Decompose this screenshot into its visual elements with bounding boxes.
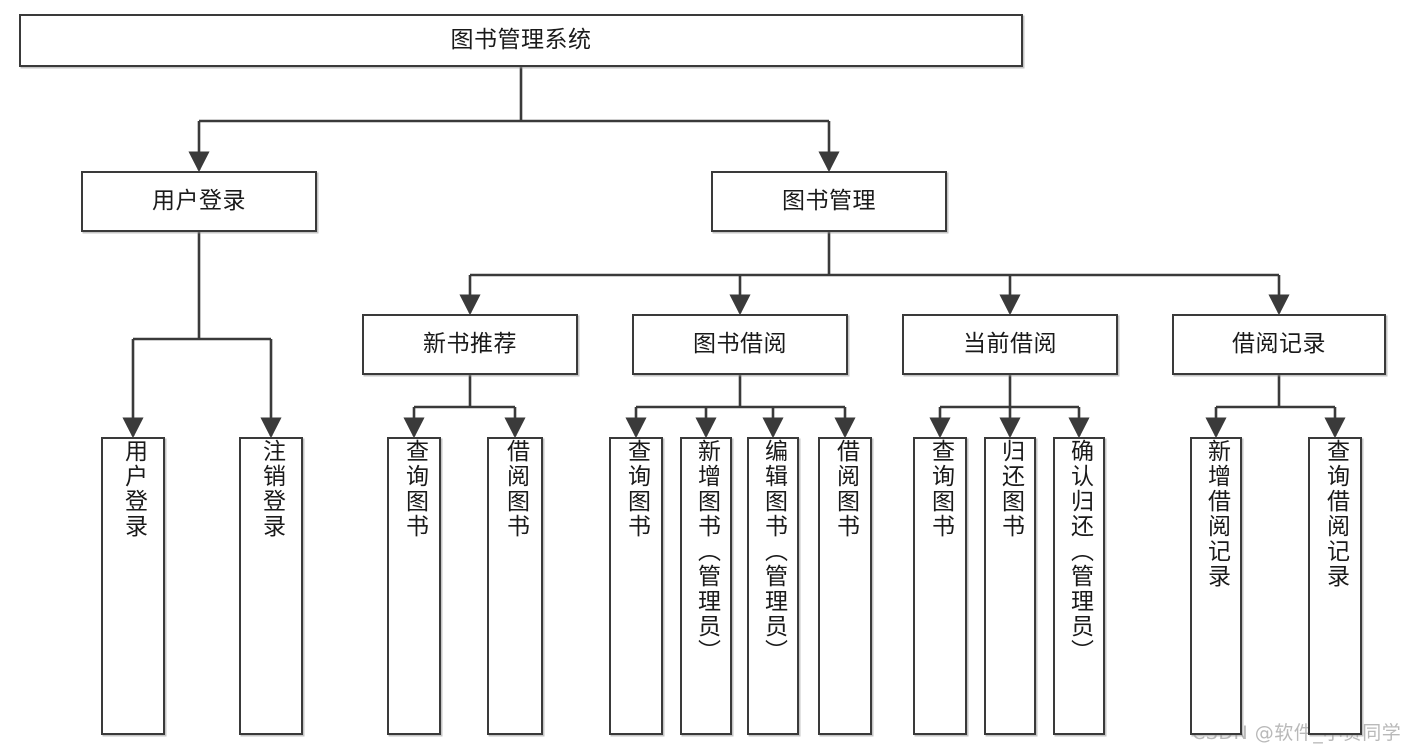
node-label-leaf_borrow2: 借阅图书 [832,439,859,539]
node-label-cur_borrow: 当前借阅 [963,330,1057,357]
node-leaf_login[interactable]: 用户登录 [101,437,165,735]
node-label-leaf_query2: 查询图书 [623,439,650,539]
node-label-leaf_borrow1: 借阅图书 [502,439,529,539]
node-label-borrow_record: 借阅记录 [1232,330,1326,357]
node-label-leaf_editbook: 编辑图书（管理员） [760,439,787,664]
node-leaf_addbook[interactable]: 新增图书（管理员） [680,437,732,735]
node-leaf_query1[interactable]: 查询图书 [387,437,441,735]
node-label-leaf_logout: 注销登录 [258,439,285,539]
node-leaf_confirm[interactable]: 确认归还（管理员） [1053,437,1105,735]
node-label-leaf_addbook: 新增图书（管理员） [693,439,720,664]
node-leaf_borrow2[interactable]: 借阅图书 [818,437,872,735]
node-label-leaf_confirm: 确认归还（管理员） [1066,439,1093,664]
node-book_borrow[interactable]: 图书借阅 [632,314,848,375]
node-label-leaf_addrec: 新增借阅记录 [1203,439,1230,589]
node-new_book_rec[interactable]: 新书推荐 [362,314,578,375]
node-leaf_editbook[interactable]: 编辑图书（管理员） [747,437,799,735]
node-label-leaf_queryrec: 查询借阅记录 [1322,439,1349,589]
node-label-leaf_login: 用户登录 [120,439,147,539]
node-leaf_query3[interactable]: 查询图书 [913,437,967,735]
node-user_login[interactable]: 用户登录 [81,171,317,232]
node-label-leaf_query1: 查询图书 [401,439,428,539]
node-label-leaf_return: 归还图书 [997,439,1024,539]
node-cur_borrow[interactable]: 当前借阅 [902,314,1118,375]
node-label-book_manage: 图书管理 [782,187,876,214]
node-leaf_borrow1[interactable]: 借阅图书 [487,437,543,735]
node-leaf_query2[interactable]: 查询图书 [609,437,663,735]
node-leaf_return[interactable]: 归还图书 [984,437,1036,735]
node-label-new_book_rec: 新书推荐 [423,330,517,357]
node-borrow_record[interactable]: 借阅记录 [1172,314,1386,375]
node-label-book_borrow: 图书借阅 [693,330,787,357]
node-root[interactable]: 图书管理系统 [19,14,1023,67]
node-leaf_logout[interactable]: 注销登录 [239,437,303,735]
node-leaf_addrec[interactable]: 新增借阅记录 [1190,437,1242,735]
node-label-user_login: 用户登录 [152,187,246,214]
node-label-leaf_query3: 查询图书 [927,439,954,539]
node-label-root: 图书管理系统 [450,26,592,53]
node-leaf_queryrec[interactable]: 查询借阅记录 [1308,437,1362,735]
node-book_manage[interactable]: 图书管理 [711,171,947,232]
